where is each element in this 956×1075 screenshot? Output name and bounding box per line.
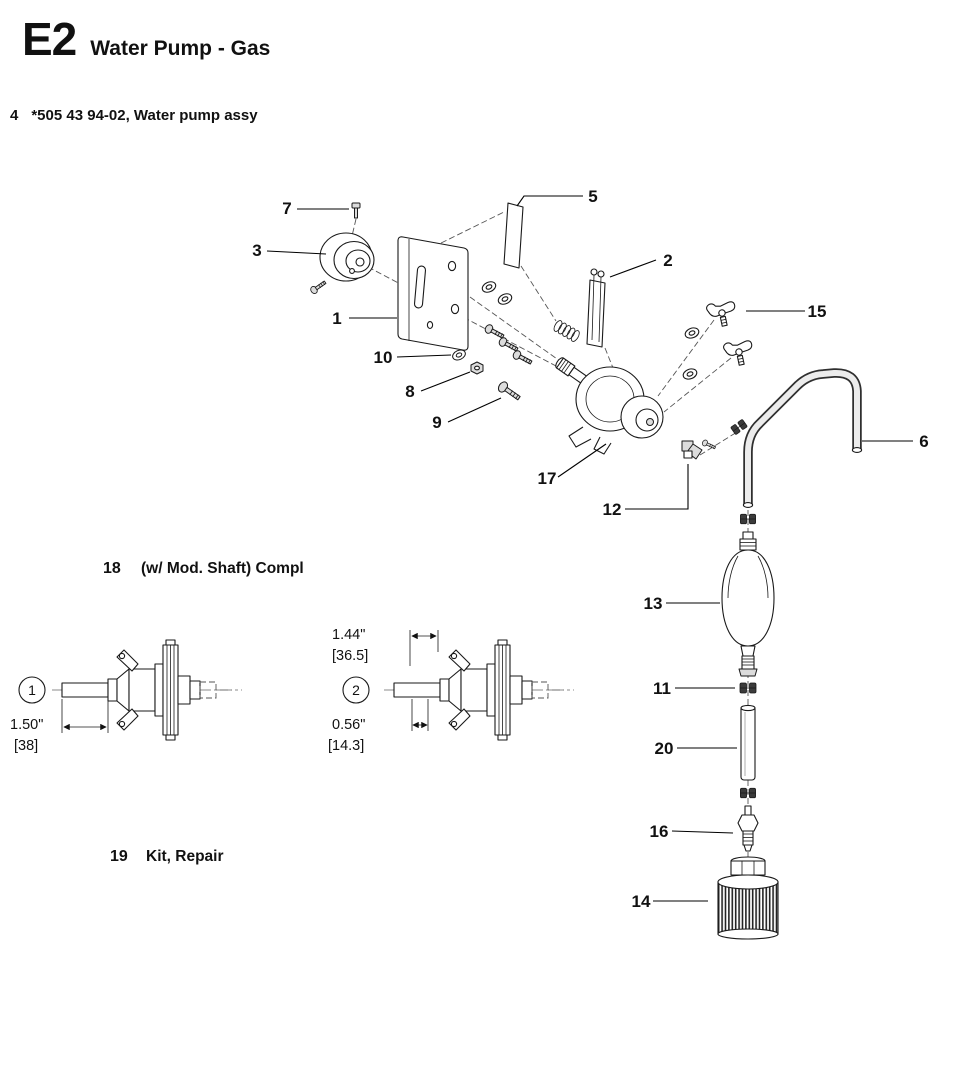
- hose-part-20: [740, 704, 756, 781]
- filter-part-14: [717, 856, 779, 940]
- detail-2-bottom-dim-mm: [14.3]: [328, 738, 364, 754]
- detail-1-dim-mm: [38]: [14, 738, 38, 754]
- strip-part-5: [503, 202, 524, 269]
- nut-part-8: [470, 361, 484, 375]
- pump-assembly-part-17: [555, 357, 664, 455]
- detail-2-top-dim-inches: 1.44": [332, 627, 365, 643]
- callout-11: 11: [653, 679, 671, 698]
- leader-lines: [266, 195, 913, 902]
- callout-9: 9: [432, 413, 441, 432]
- inlet-fitting-part-16: [737, 805, 759, 852]
- elbow-fitting-part-12: [681, 438, 717, 460]
- screw-part-9: [497, 381, 521, 401]
- note-19-ref: 19: [110, 848, 128, 865]
- callout-3: 3: [252, 241, 261, 260]
- callout-7: 7: [282, 199, 291, 218]
- callout-5: 5: [588, 187, 597, 206]
- screw-part-7: [351, 202, 361, 219]
- assembly-line: 4 *505 43 94-02, Water pump assy: [10, 107, 258, 124]
- detail-2-top-dim-mm: [36.5]: [332, 648, 368, 664]
- callout-2: 2: [663, 251, 672, 270]
- hose-clamp: [730, 418, 748, 436]
- detail-view-1: 1 1.50" [38]: [10, 639, 243, 754]
- detail-2-bottom-dim-inches: 0.56": [332, 717, 365, 733]
- assembly-ref: 4: [10, 107, 19, 124]
- assembly-part-number: *505 43 94-02, Water pump assy: [31, 107, 258, 124]
- handle-tube-part-6: [742, 368, 863, 508]
- pulley-part-3: [308, 232, 375, 296]
- detail-1-dim-inches: 1.50": [10, 717, 43, 733]
- callout-6: 6: [919, 432, 928, 451]
- callout-16: 16: [650, 822, 669, 841]
- callout-1: 1: [332, 309, 341, 328]
- detail-2-index: 2: [352, 682, 360, 698]
- detail-view-2: 2 1.44" [36.5] 0.56" [14.3]: [328, 627, 575, 754]
- detail-1-index: 1: [28, 682, 36, 698]
- callout-10: 10: [374, 348, 393, 367]
- spring: [553, 320, 580, 342]
- callout-17: 17: [538, 469, 557, 488]
- callout-15: 15: [808, 302, 827, 321]
- callout-labels: 7 3 1 10 8 9 5 2 15 6 17 12 13 11 20 16 …: [252, 187, 928, 911]
- callout-8: 8: [405, 382, 414, 401]
- knobs-part-15: [681, 298, 756, 382]
- section-code: E2: [22, 13, 77, 65]
- callout-12: 12: [603, 500, 622, 519]
- page-header: E2 Water Pump - Gas: [22, 16, 270, 62]
- note-18-text: (w/ Mod. Shaft) Compl: [141, 560, 304, 577]
- plate-part-2: [586, 268, 606, 348]
- note-19-text: Kit, Repair: [146, 848, 224, 865]
- callout-20: 20: [655, 739, 674, 758]
- bracket-part-1: [397, 236, 469, 351]
- page-title: Water Pump - Gas: [90, 37, 271, 60]
- callout-14: 14: [632, 892, 651, 911]
- callout-13: 13: [644, 594, 663, 613]
- note-18-ref: 18: [103, 560, 121, 577]
- primer-bulb-part-13: [721, 531, 775, 677]
- fastener-set: [450, 279, 580, 401]
